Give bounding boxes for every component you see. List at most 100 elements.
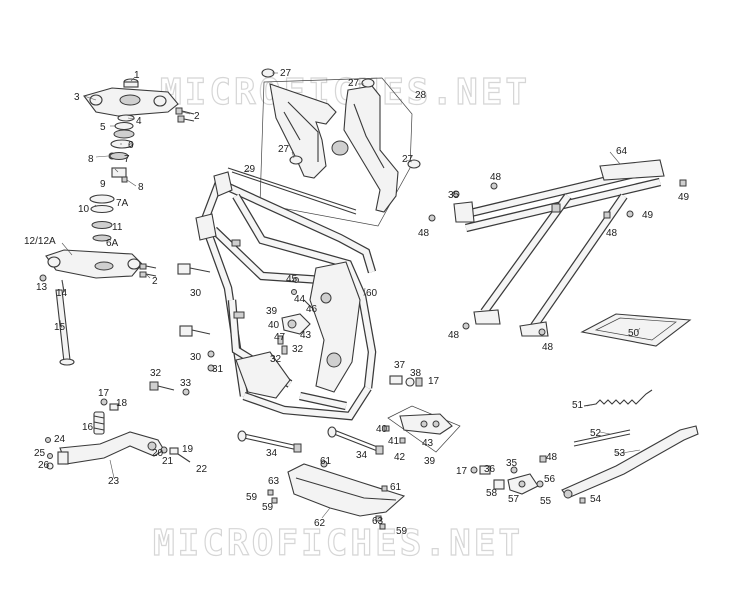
footrest-box <box>387 405 461 453</box>
label-27-d: 27 <box>402 154 414 165</box>
label-32-b: 32 <box>292 344 304 355</box>
label-61-b: 61 <box>390 482 402 493</box>
brake-pedal <box>57 431 165 465</box>
label-48-b: 48 <box>418 228 430 239</box>
label-43-a: 43 <box>300 330 312 341</box>
label-40-b: 40 <box>376 424 388 435</box>
label-1: 1 <box>134 70 140 81</box>
label-32-c: 32 <box>270 354 282 365</box>
label-11: 11 <box>112 222 123 233</box>
label-19: 19 <box>182 444 194 455</box>
label-59-a: 59 <box>246 492 258 503</box>
pedal-bolt-17-18 <box>100 398 119 411</box>
label-60: 60 <box>366 288 378 299</box>
clamp-30-upper <box>177 263 211 275</box>
watermark-bottom: MICROFICHES.NET <box>153 523 523 564</box>
leader-lines <box>59 72 641 519</box>
label-3: 3 <box>74 92 80 103</box>
footrest <box>383 413 453 444</box>
swingarm-bolt-right <box>327 426 384 455</box>
stand-bracket-57 <box>507 473 539 495</box>
brake-spring-16 <box>93 411 105 435</box>
label-22: 22 <box>196 464 208 475</box>
label-45: 45 <box>286 274 298 285</box>
label-34-a: 34 <box>266 448 278 459</box>
label-49-b: 49 <box>642 210 654 221</box>
watermark-top: MICROFICHES.NET <box>160 72 530 113</box>
label-41: 41 <box>388 436 400 447</box>
engine-mount-upper <box>277 277 313 355</box>
main-frame <box>195 171 377 421</box>
label-24: 24 <box>54 434 66 445</box>
label-49-a: 49 <box>678 192 690 203</box>
label-46: 46 <box>306 304 318 315</box>
label-17-c: 17 <box>428 376 440 387</box>
label-50: 50 <box>628 328 640 339</box>
label-38: 38 <box>410 368 422 379</box>
subframe-bolts <box>428 179 687 336</box>
swingarm-bolt-left <box>237 430 302 453</box>
label-6: 6 <box>128 140 134 151</box>
label-16: 16 <box>82 422 94 433</box>
label-20: 20 <box>152 448 164 459</box>
label-25: 25 <box>34 448 46 459</box>
label-18-a: 18 <box>116 398 128 409</box>
label-12-12a: 12/12A <box>24 236 56 247</box>
cable-tie <box>227 167 357 215</box>
stand-hardware <box>470 455 586 504</box>
skid-plate <box>267 460 406 530</box>
label-15: 15 <box>54 322 66 333</box>
label-35-b: 35 <box>506 458 518 469</box>
decal-50 <box>580 313 692 347</box>
label-44: 44 <box>294 294 306 305</box>
label-43-b: 43 <box>422 438 434 449</box>
steering-stem <box>55 279 75 366</box>
label-17-a: 17 <box>98 388 110 399</box>
label-30-b: 30 <box>190 352 202 363</box>
pedal-pin-24-26 <box>45 437 54 470</box>
side-stand <box>561 425 699 499</box>
label-57: 57 <box>508 494 520 505</box>
label-40-a: 40 <box>268 320 280 331</box>
label-35-a: 35 <box>448 190 460 201</box>
label-17-b: 17 <box>456 466 468 477</box>
lower-triple-clamp <box>39 249 157 282</box>
label-9: 9 <box>100 179 106 190</box>
label-56: 56 <box>544 474 556 485</box>
label-63-a: 63 <box>268 476 280 487</box>
label-48-c: 48 <box>606 228 618 239</box>
label-32-a: 32 <box>150 368 162 379</box>
label-58: 58 <box>486 488 498 499</box>
label-4: 4 <box>136 116 142 127</box>
label-8-left: 8 <box>88 154 94 165</box>
label-34-b: 34 <box>356 450 368 461</box>
label-62: 62 <box>314 518 326 529</box>
label-48-a: 48 <box>490 172 502 183</box>
label-14: 14 <box>56 288 68 299</box>
label-39-b: 39 <box>424 456 436 467</box>
label-48-d: 48 <box>448 330 460 341</box>
label-54: 54 <box>590 494 602 505</box>
label-31: 31 <box>212 364 224 375</box>
label-27-a: 27 <box>280 68 292 79</box>
spring-clips-27 <box>261 68 421 169</box>
label-30-a: 30 <box>190 288 202 299</box>
label-7: 7 <box>124 154 130 165</box>
clamp-30-lower <box>179 325 215 372</box>
label-36: 36 <box>484 464 496 475</box>
label-48-f: 48 <box>546 452 558 463</box>
label-48-e: 48 <box>542 342 554 353</box>
label-27-b: 27 <box>348 78 360 89</box>
rear-subframe <box>453 159 665 337</box>
handlebar-cap <box>123 78 139 88</box>
label-37: 37 <box>394 360 406 371</box>
side-stand-spring <box>583 389 653 407</box>
label-61-a: 61 <box>320 456 332 467</box>
label-53: 53 <box>614 448 626 459</box>
label-33: 33 <box>180 378 192 389</box>
radiator-guard-left <box>269 83 337 179</box>
label-6a: 6A <box>106 238 119 249</box>
bolt-32-33 <box>149 381 190 396</box>
label-8-right: 8 <box>138 182 144 193</box>
